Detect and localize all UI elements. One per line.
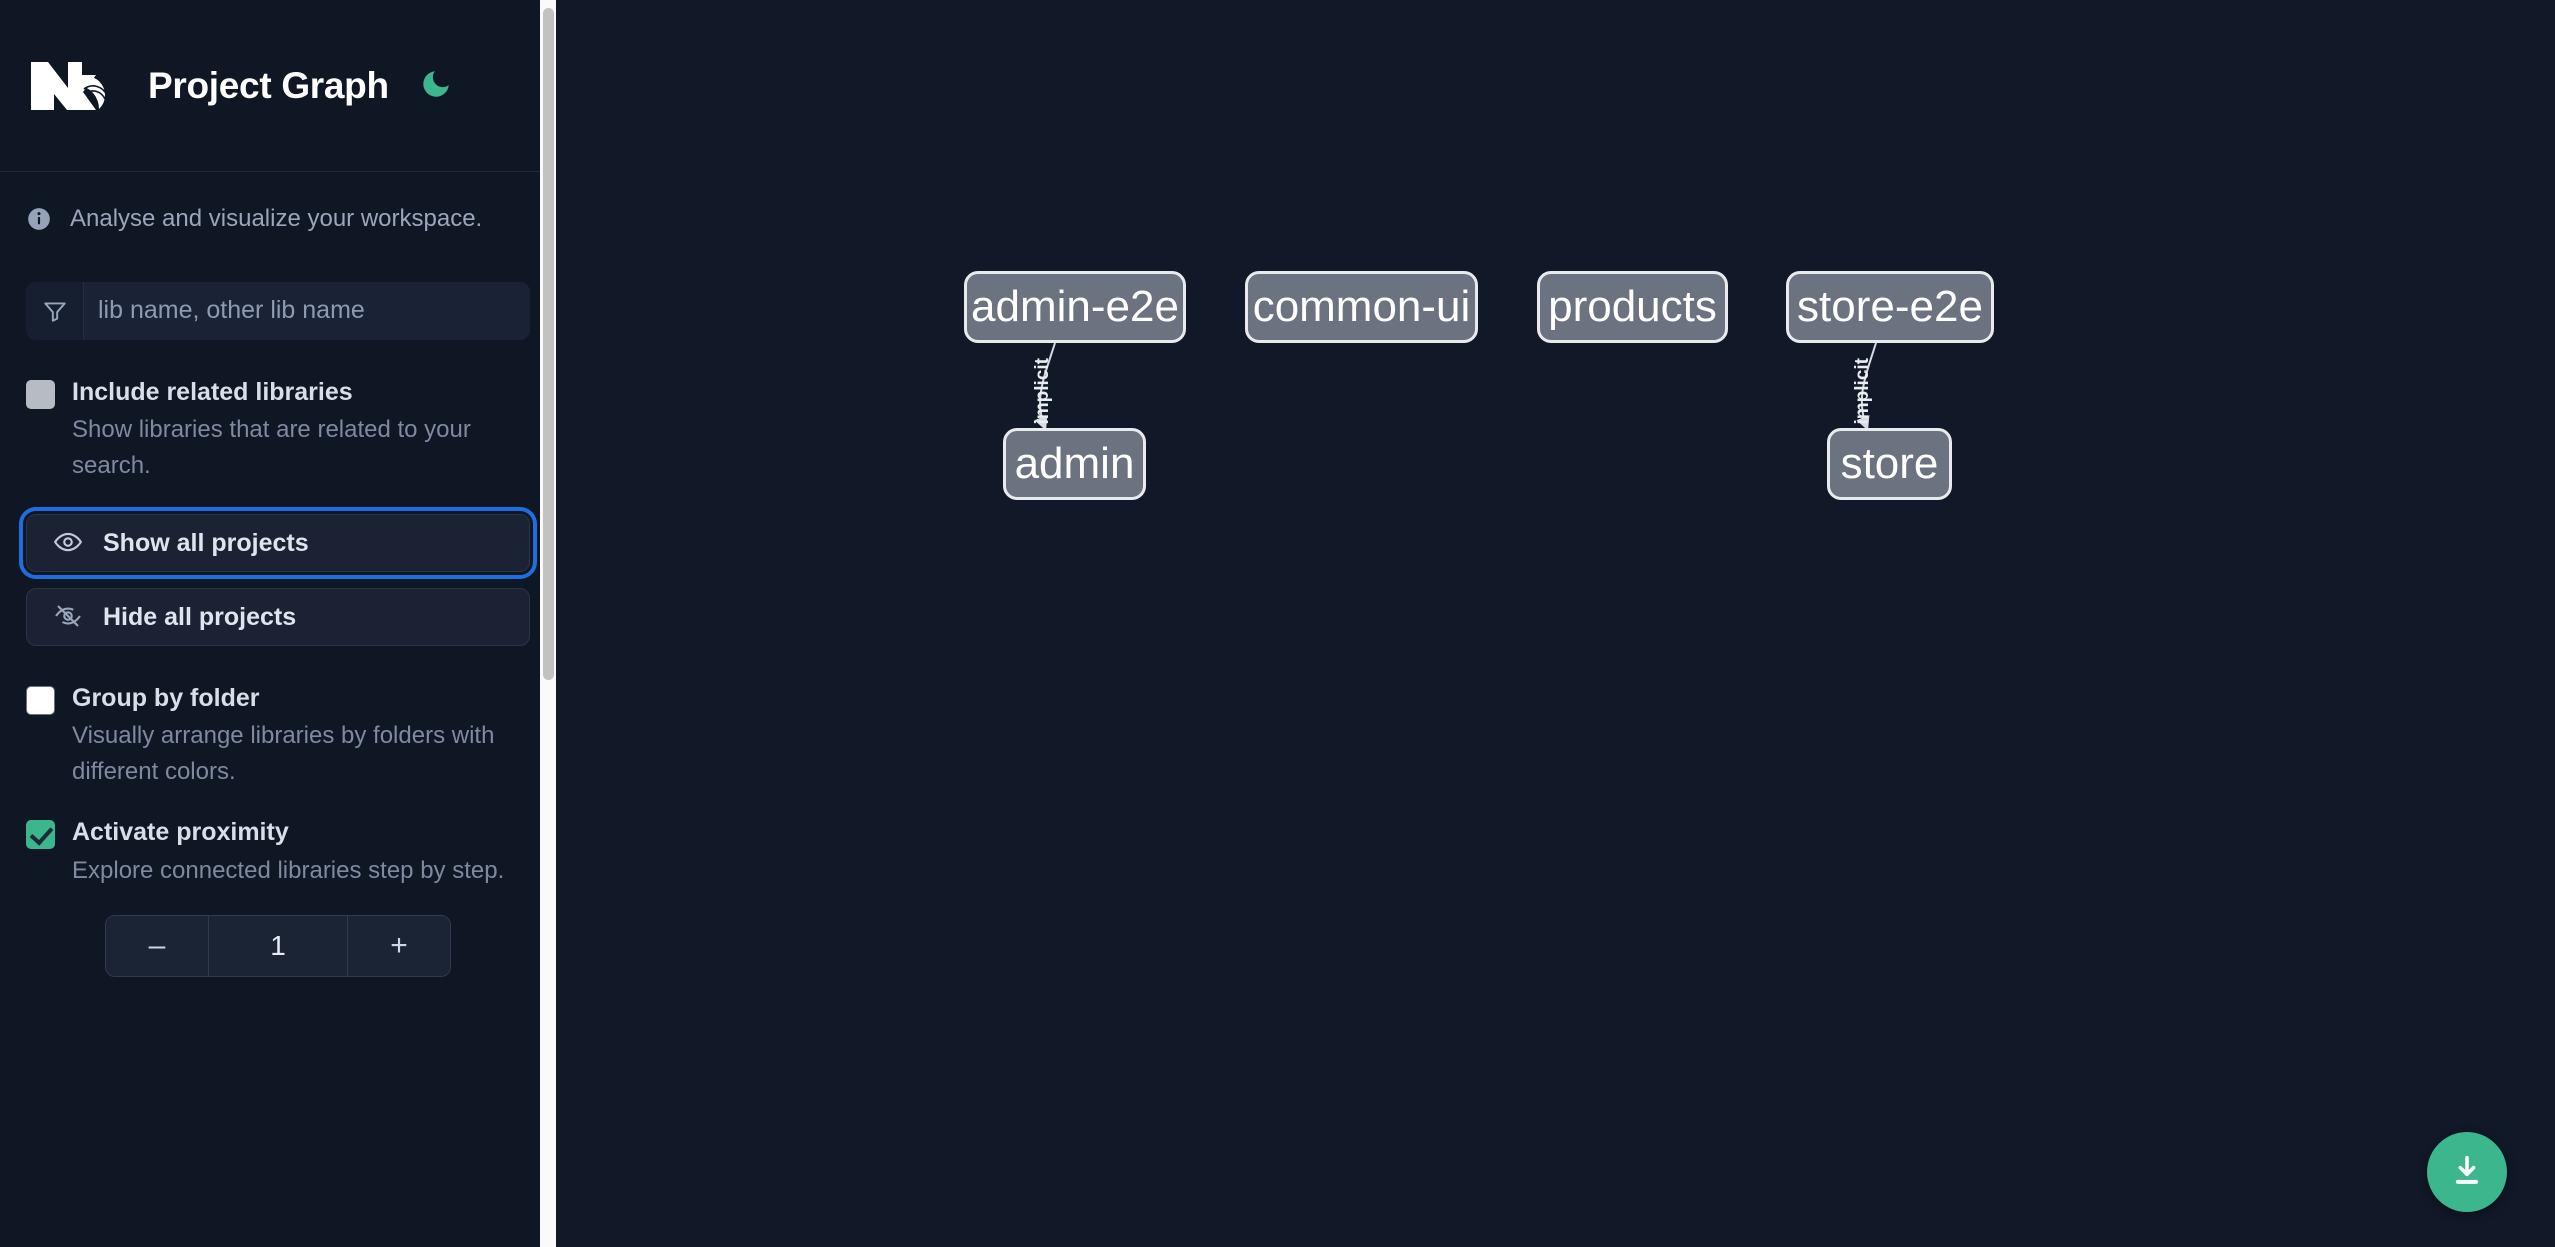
option-description: Explore connected libraries step by step… xyxy=(72,856,505,884)
moon-icon xyxy=(419,67,453,104)
proximity-stepper: – 1 + xyxy=(105,914,451,977)
nx-logo-icon xyxy=(26,58,120,114)
hide-all-projects-button[interactable]: Hide all projects xyxy=(26,588,530,647)
eye-off-icon xyxy=(53,601,83,634)
graph-node-common-ui[interactable]: common-ui xyxy=(1245,271,1478,343)
sidebar-header: Project Graph xyxy=(0,0,556,172)
sidebar-scrollbar[interactable] xyxy=(540,0,556,1247)
graph-node-store[interactable]: store xyxy=(1827,428,1952,500)
hide-all-projects-wrap: Hide all projects xyxy=(0,572,556,647)
eye-icon xyxy=(53,527,83,560)
option-label: Group by folder xyxy=(72,684,260,713)
download-icon xyxy=(2447,1151,2487,1194)
edge-label-implicit: implicit xyxy=(1032,358,1053,425)
show-all-projects-label: Show all projects xyxy=(103,528,309,557)
proximity-decrement-button[interactable]: – xyxy=(106,915,208,976)
edge-label-implicit: implicit xyxy=(1852,358,1873,425)
option-group-by-folder[interactable]: Group by folder Visually arrange librari… xyxy=(0,646,556,790)
option-activate-proximity[interactable]: Activate proximity Explore connected lib… xyxy=(0,790,556,888)
download-button[interactable] xyxy=(2427,1132,2507,1212)
group-by-folder-checkbox[interactable] xyxy=(26,686,55,716)
option-label: Activate proximity xyxy=(72,818,289,847)
option-description: Show libraries that are related to your … xyxy=(72,416,471,480)
include-related-libraries-checkbox[interactable] xyxy=(26,379,55,409)
graph-canvas[interactable]: implicit implicit admin-e2e common-ui pr… xyxy=(556,0,2555,1247)
hide-all-projects-label: Hide all projects xyxy=(103,602,297,631)
graph-edges xyxy=(1034,342,1877,431)
proximity-stepper-wrap: – 1 + xyxy=(0,889,556,977)
workspace-blurb: Analyse and visualize your workspace. xyxy=(0,172,556,234)
search-input[interactable] xyxy=(84,281,530,340)
graph-node-admin[interactable]: admin xyxy=(1003,428,1146,500)
page-title: Project Graph xyxy=(148,64,389,106)
filter-section xyxy=(0,234,556,340)
graph-node-products[interactable]: products xyxy=(1537,271,1728,343)
sidebar-scrollbar-thumb[interactable] xyxy=(543,8,554,680)
filter-icon xyxy=(26,281,84,340)
show-all-projects-wrap: Show all projects xyxy=(0,484,556,580)
option-include-related-libraries[interactable]: Include related libraries Show libraries… xyxy=(0,340,556,484)
info-icon xyxy=(26,206,52,232)
option-label: Include related libraries xyxy=(72,377,353,406)
option-description: Visually arrange libraries by folders wi… xyxy=(72,722,495,786)
search-box[interactable] xyxy=(26,281,530,340)
sidebar: Project Graph Analyse and visualize your… xyxy=(0,0,556,1247)
workspace-blurb-text: Analyse and visualize your workspace. xyxy=(70,205,483,232)
show-all-projects-button[interactable]: Show all projects xyxy=(19,507,537,580)
proximity-value: 1 xyxy=(208,915,348,976)
proximity-increment-button[interactable]: + xyxy=(348,915,450,976)
activate-proximity-checkbox[interactable] xyxy=(26,820,55,850)
graph-node-store-e2e[interactable]: store-e2e xyxy=(1786,271,1994,343)
graph-node-admin-e2e[interactable]: admin-e2e xyxy=(964,271,1186,343)
theme-toggle-button[interactable] xyxy=(415,65,457,107)
